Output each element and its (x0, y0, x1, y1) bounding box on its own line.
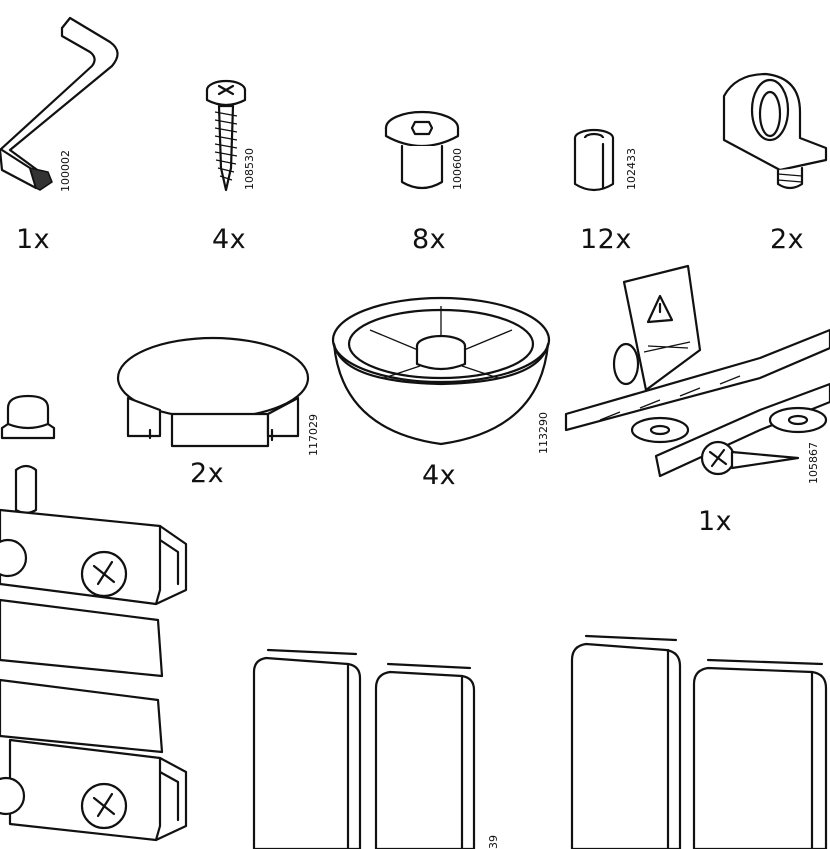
qty-dowel-sleeve: 12x (580, 224, 632, 255)
qty-cover-cap: 2x (190, 458, 225, 489)
cover-cap-icon (116, 336, 310, 448)
wall-anchor-kit-icon (564, 264, 830, 478)
code-wall-anchor-kit: 105867 (807, 442, 820, 484)
code-screw: 108530 (243, 148, 256, 190)
code-allen-key: 100002 (59, 150, 72, 192)
qty-allen-key: 1x (16, 224, 51, 255)
code-connector-bolt: 100600 (451, 148, 464, 190)
allen-key-icon (0, 16, 119, 191)
qty-shelf-support: 2x (770, 224, 805, 255)
code-dowel-sleeve: 102433 (625, 148, 638, 190)
qty-connector-bolt: 8x (412, 224, 447, 255)
connector-bolt-icon (384, 110, 460, 190)
qty-wall-anchor-kit: 1x (698, 506, 733, 537)
hinge-bracket-icon (0, 464, 188, 842)
glide-cap-icon (0, 394, 56, 440)
code-partial: 39 (487, 835, 500, 849)
screw-icon (205, 79, 247, 192)
dowel-sleeve-icon (573, 128, 615, 192)
foot-icon (331, 296, 551, 446)
qty-screw: 4x (212, 224, 247, 255)
shelf-support-icon (722, 72, 828, 190)
code-foot: 113290 (537, 412, 550, 454)
glass-door-clip-icon (252, 634, 828, 849)
code-cover-cap: 117029 (307, 414, 320, 456)
qty-foot: 4x (422, 460, 457, 491)
